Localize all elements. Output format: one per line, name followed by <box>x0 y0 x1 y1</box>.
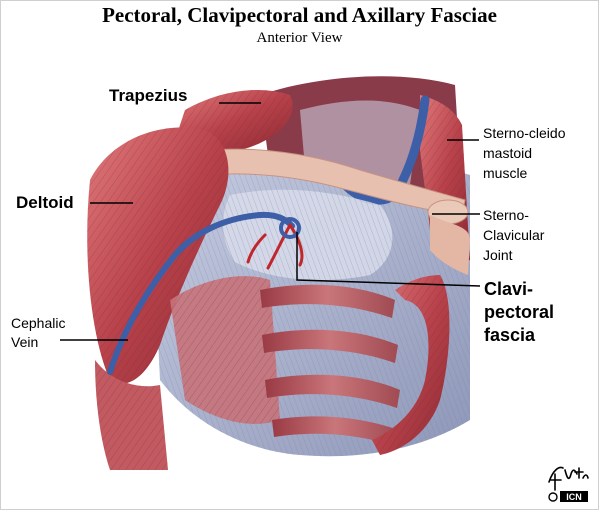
label-trapezius: Trapezius <box>109 86 188 105</box>
label-line: muscle <box>483 165 528 181</box>
label-line: Sterno- <box>483 207 529 223</box>
label-line: Sterno-cleido <box>483 125 566 141</box>
rib <box>272 416 398 446</box>
label-sternoclavicular-joint: Sterno- Clavicular Joint <box>483 205 544 265</box>
label-line: pectoral <box>484 302 555 322</box>
manubrium <box>430 215 470 275</box>
label-deltoid: Deltoid <box>16 193 74 212</box>
rib <box>265 374 400 408</box>
label-line: Vein <box>11 334 39 350</box>
svg-text:ICN: ICN <box>566 492 582 502</box>
label-line: Joint <box>483 247 513 263</box>
netter-signature-logo: ICN <box>548 466 589 502</box>
label-sternocleidomastoid: Sterno-cleido mastoid muscle <box>483 123 566 183</box>
label-line: mastoid <box>483 145 533 161</box>
leader-lines <box>60 102 481 341</box>
label-line: Cephalic <box>11 315 66 331</box>
label-line: Clavi- <box>484 279 534 299</box>
label-cephalic-vein: Cephalic Vein <box>11 314 65 352</box>
label-line: fascia <box>484 325 536 345</box>
vessel-loop <box>279 217 301 239</box>
rib <box>260 284 395 318</box>
figure-subtitle: Anterior View <box>256 30 343 46</box>
cephalic-vein <box>117 211 295 348</box>
thoracoacromial-artery <box>246 223 304 270</box>
figure-title: Pectoral, Clavipectoral and Axillary Fas… <box>102 3 497 27</box>
rib <box>262 329 398 363</box>
label-clavipectoral-fascia: Clavi- pectoral fascia <box>484 278 554 347</box>
label-line: Clavicular <box>483 227 545 243</box>
